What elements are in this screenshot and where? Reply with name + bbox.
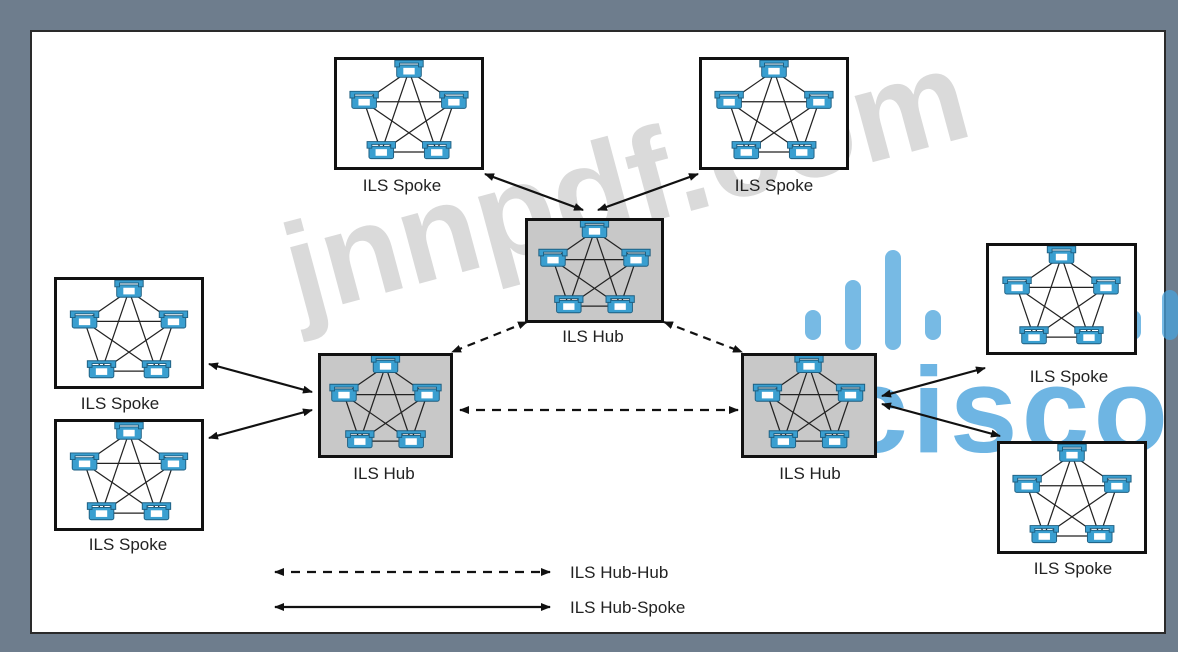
phone-icon	[621, 248, 651, 267]
node-label: ILS Hub	[779, 464, 841, 483]
phone-icon	[1085, 525, 1115, 544]
phone-icon	[1102, 474, 1132, 493]
phone-icon	[714, 90, 744, 109]
phone-icon	[1029, 525, 1059, 544]
link-hub-right-spoke-right-upper	[881, 366, 986, 398]
node-label: ILS Spoke	[1033, 559, 1113, 578]
phone-icon	[69, 310, 100, 329]
phone-icon	[141, 360, 172, 379]
phone-icon	[1019, 326, 1049, 345]
node-spoke-top-right	[699, 57, 849, 170]
node-spoke-left-lower	[54, 419, 204, 531]
node-label: ILS Spoke	[88, 535, 168, 554]
phone-icon	[69, 452, 100, 471]
legend-hub-spoke-label: ILS Hub-Spoke	[570, 598, 686, 617]
node-label: ILS Spoke	[80, 394, 160, 413]
phone-icon	[538, 248, 568, 267]
phone-icon	[579, 221, 610, 238]
node-label: ILS Spoke	[362, 176, 442, 195]
phone-icon	[820, 430, 850, 449]
phone-icon	[114, 280, 144, 298]
phone-icon	[768, 430, 798, 449]
node-label: ILS Spoke	[1029, 367, 1109, 386]
phone-icon	[158, 452, 189, 471]
phone-icon	[1046, 246, 1077, 264]
node-label: ILS Hub	[353, 464, 415, 483]
phone-icon	[554, 295, 584, 314]
phone-icon	[1074, 326, 1104, 345]
phone-icon	[605, 295, 635, 314]
node-spoke-right-upper	[986, 243, 1137, 355]
phone-icon	[396, 430, 426, 449]
phone-icon	[835, 383, 866, 402]
phone-icon	[787, 141, 817, 160]
phone-icon	[86, 502, 117, 521]
node-spoke-top-left	[334, 57, 484, 170]
phone-icon	[366, 141, 396, 160]
phone-icon	[370, 356, 401, 373]
phone-icon	[1012, 474, 1042, 493]
phone-icon	[1091, 276, 1121, 295]
node-hub-center	[525, 218, 664, 323]
phone-icon	[422, 141, 452, 160]
phone-icon	[1002, 276, 1032, 295]
node-label: ILS Hub	[562, 327, 624, 346]
node-spoke-left-upper	[54, 277, 204, 389]
link-hub-center-spoke-top-right	[597, 172, 699, 212]
diagram-panel	[30, 30, 1166, 634]
phone-icon	[158, 310, 189, 329]
node-hub-left	[318, 353, 453, 458]
phone-icon	[1057, 444, 1087, 462]
phone-icon	[731, 141, 761, 160]
link-hub-left-spoke-left-lower	[208, 408, 313, 440]
node-hub-right	[741, 353, 877, 458]
phone-icon	[114, 422, 144, 440]
link-hub-left-spoke-left-upper	[208, 362, 313, 394]
phone-icon	[794, 356, 824, 373]
legend-hub-hub-label: ILS Hub-Hub	[570, 563, 669, 582]
link-hub-right-spoke-right-lower	[881, 402, 1001, 438]
link-hub-center-spoke-top-left	[484, 172, 584, 212]
phone-icon	[759, 60, 789, 78]
phone-icon	[329, 383, 359, 402]
node-label: ILS Spoke	[734, 176, 814, 195]
phone-icon	[345, 430, 375, 449]
node-spoke-right-lower	[997, 441, 1147, 554]
phone-icon	[439, 90, 469, 109]
phone-icon	[141, 502, 172, 521]
phone-icon	[412, 383, 442, 402]
phone-icon	[752, 383, 783, 402]
phone-icon	[394, 60, 424, 78]
phone-icon	[349, 90, 379, 109]
phone-icon	[804, 90, 834, 109]
link-hub-center-hub-right	[663, 320, 743, 354]
phone-icon	[86, 360, 117, 379]
